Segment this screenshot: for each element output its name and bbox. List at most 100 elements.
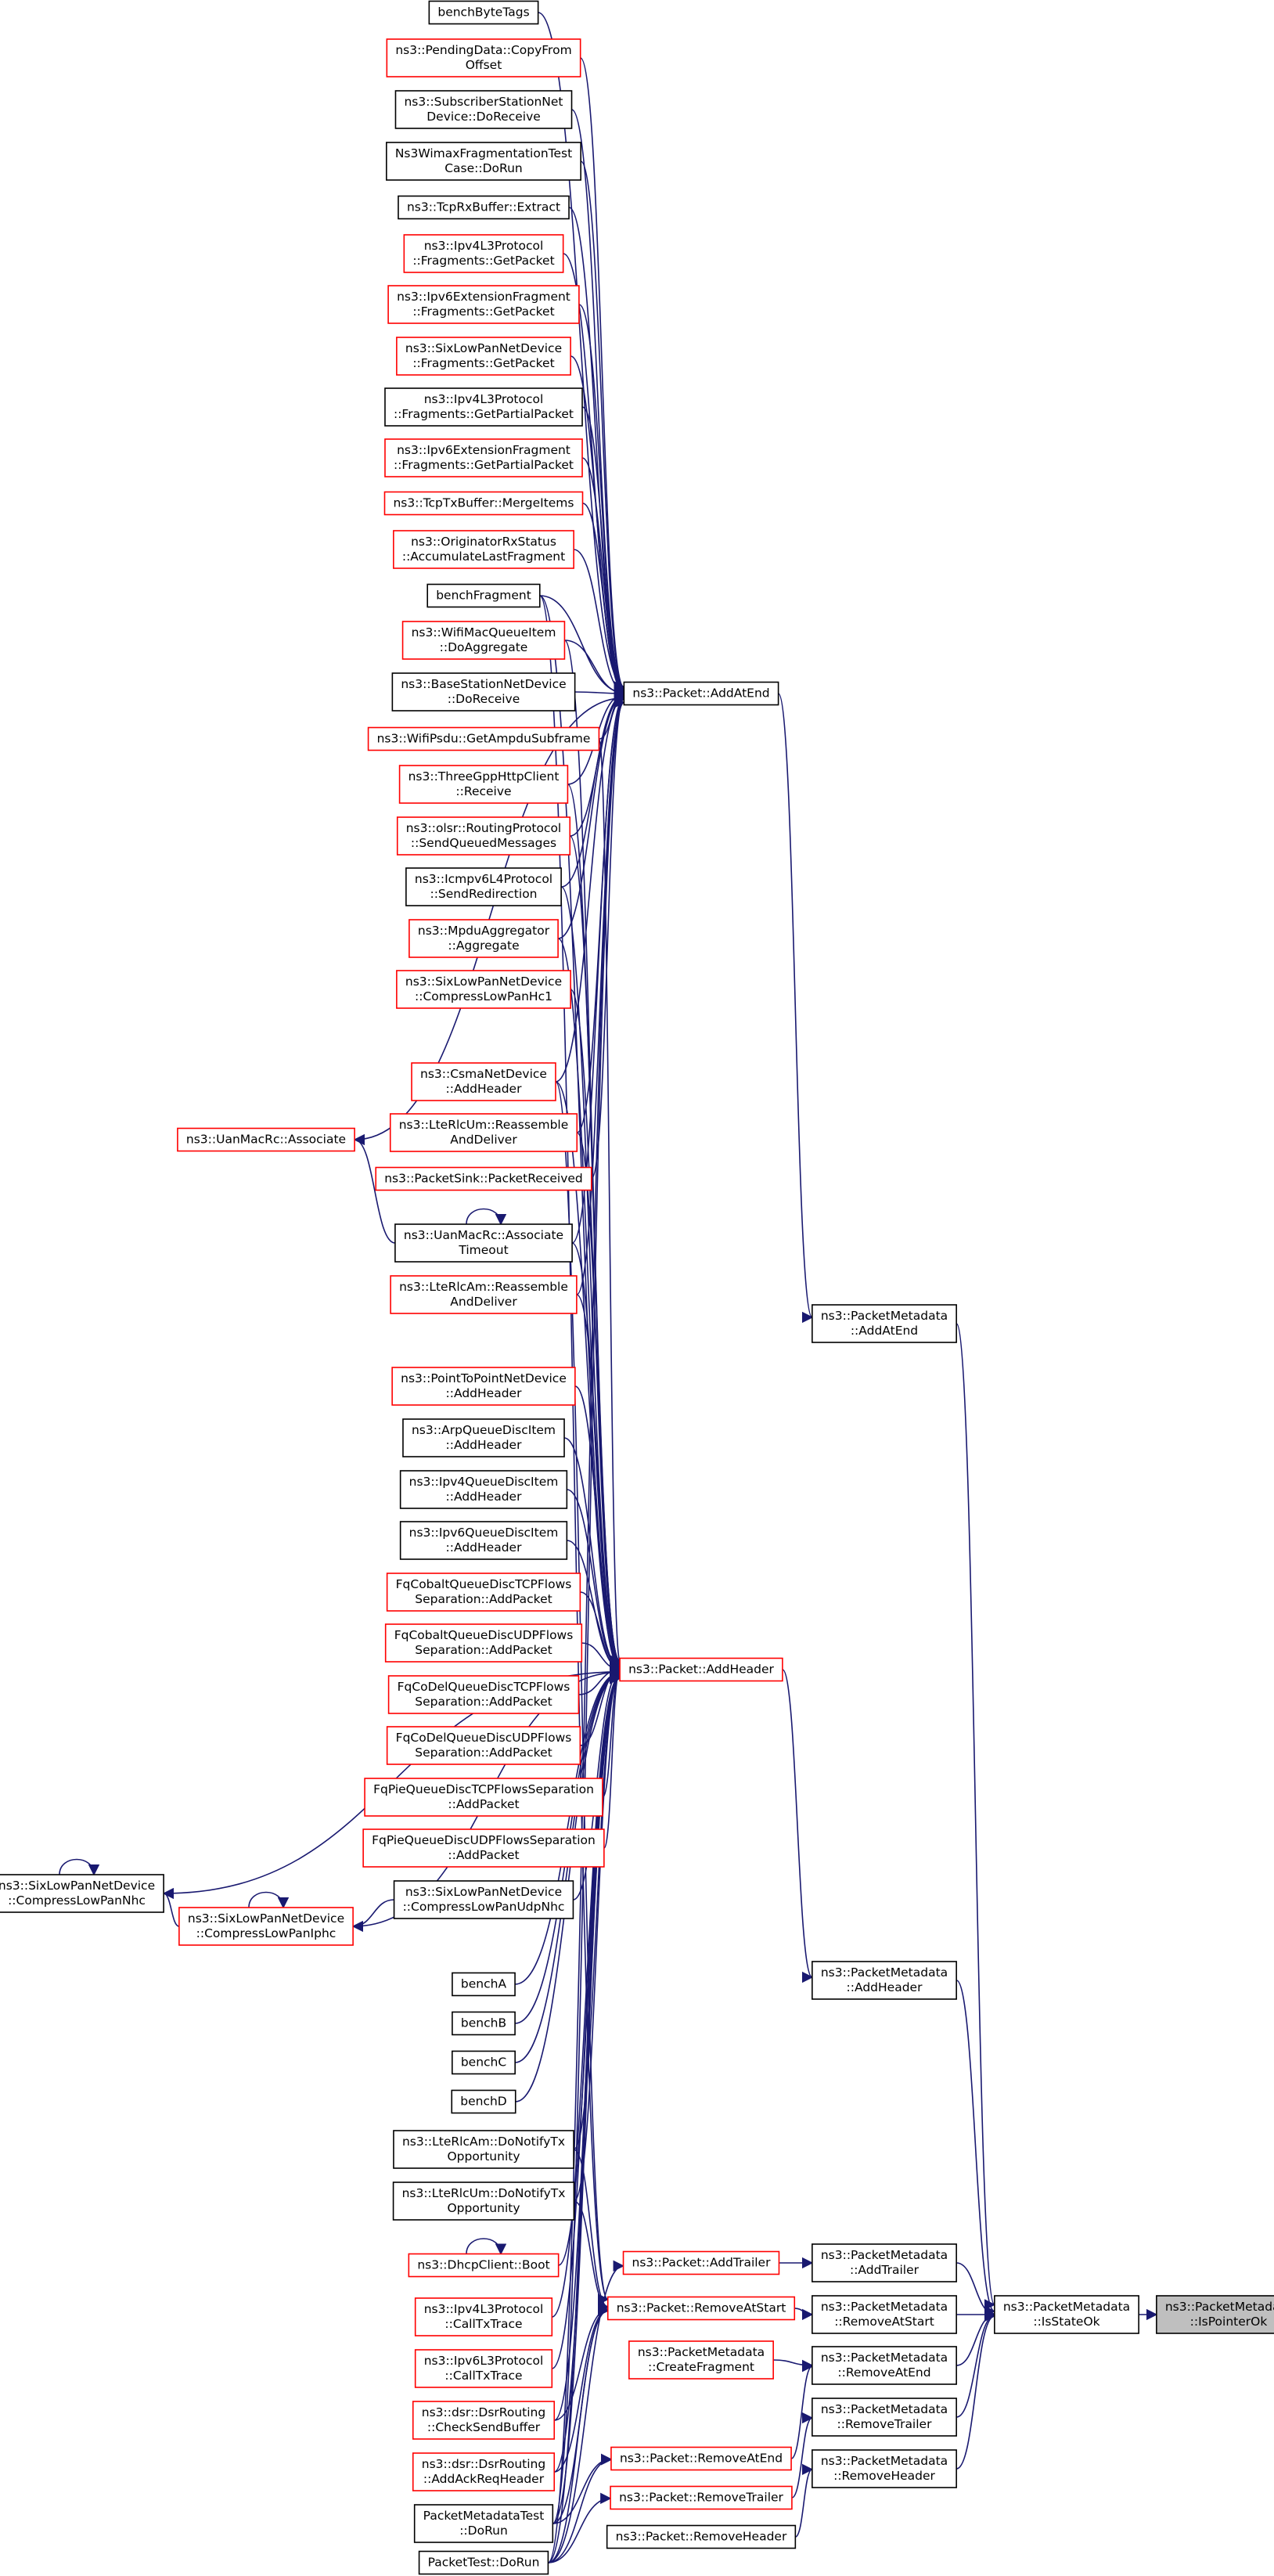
node-box [396,337,571,376]
edge-24 [571,694,625,1244]
node-sixlowpannetdevice-compresslowpannhc[interactable]: ns3::SixLowPanNetDevice::CompressLowPanN… [0,1874,164,1913]
node-box [812,2398,957,2437]
node-ipv6extensionfragment-fragments-getpartialpacket[interactable]: ns3::Ipv6ExtensionFragment::Fragments::G… [384,438,583,477]
node-fqpieudp-addpacket[interactable]: FqPieQueueDiscUDPFlowsSeparation::AddPac… [362,1828,605,1868]
edge-39 [576,1294,621,1672]
node-basestationnetdevice-doreceive[interactable]: ns3::BaseStationNetDevice::DoReceive [391,672,576,712]
node-dsr-dsrrouting-checksendbuffer[interactable]: ns3::dsr::DsrRouting::CheckSendBuffer [412,2401,556,2440]
edge-53 [351,1899,394,1933]
node-packetmetadata-isstateok[interactable]: ns3::PacketMetadata::IsStateOk [994,2295,1139,2334]
node-label-line: ns3::Packet::RemoveTrailer [619,2491,783,2505]
node-packet-addatend[interactable]: ns3::Packet::AddAtEnd [623,681,779,706]
edge-74 [548,2454,613,2563]
node-packet-removeatstart[interactable]: ns3::Packet::RemoveAtStart [606,2296,796,2321]
node-label-line: ::AddHeader [446,1438,523,1452]
node-label-line: ns3::PacketMetadata [821,1309,948,1323]
node-benchfragment[interactable]: benchFragment [426,583,541,608]
node-packetsink-packetreceived[interactable]: ns3::PacketSink::PacketReceived [375,1166,592,1191]
node-dsr-dsrrouting-addackreqheader[interactable]: ns3::dsr::DsrRouting::AddAckReqHeader [412,2452,556,2491]
node-threegpphttpclient-receive[interactable]: ns3::ThreeGppHttpClient::Receive [398,765,569,804]
edge-85 [777,693,814,1323]
node-packetmetadata-ispointerok[interactable]: ns3::PacketMetadata::IsPointerOk [1156,2295,1274,2334]
node-originatorrxstatus-accumulatelastfragment[interactable]: ns3::OriginatorRxStatus::AccumulateLastF… [393,530,574,569]
node-benchd[interactable]: benchD [451,2089,516,2114]
node-fqcodeltcp-addpacket[interactable]: FqCoDelQueueDiscTCPFlowsSeparation::AddP… [387,1675,580,1714]
node-pointtopointnetdevice-addheader[interactable]: ns3::PointToPointNetDevice::AddHeader [391,1367,576,1406]
edge-25 [576,694,625,1295]
node-label-line: FqCoDelQueueDiscUDPFlows [396,1731,572,1745]
node-ipv6l3protocol-calltxtrace[interactable]: ns3::Ipv6L3Protocol::CallTxTrace [414,2349,553,2388]
node-label-line: benchB [461,2016,506,2030]
node-ipv4l3protocol-calltxtrace[interactable]: ns3::Ipv4L3Protocol::CallTxTrace [414,2297,553,2336]
node-label-line: ns3::Packet::AddHeader [628,1663,774,1677]
node-fqcobalttcp-addpacket[interactable]: FqCobaltQueueDiscTCPFlowsSeparation::Add… [386,1573,581,1612]
node-arpqueuediscitem-addheader[interactable]: ns3::ArpQueueDiscItem::AddHeader [402,1418,565,1457]
node-tcptxbuffer-mergeitems[interactable]: ns3::TcpTxBuffer::MergeItems [383,491,584,516]
node-fqcodeludp-addpacket[interactable]: FqCoDelQueueDiscUDPFlowsSeparation::AddP… [386,1726,581,1765]
node-packet-removeheader[interactable]: ns3::Packet::RemoveHeader [606,2524,797,2549]
node-packetmetadata-removetrailer[interactable]: ns3::PacketMetadata::RemoveTrailer [812,2398,957,2437]
node-benchb[interactable]: benchB [452,2011,516,2036]
node-benchbytetags[interactable]: benchByteTags [428,0,539,25]
node-packetmetadata-addheader[interactable]: ns3::PacketMetadata::AddHeader [812,1961,957,2000]
node-packetmetadata-addtrailer[interactable]: ns3::PacketMetadata::AddTrailer [812,2243,957,2282]
edge-84 [554,2304,610,2473]
node-packet-removetrailer[interactable]: ns3::Packet::RemoveTrailer [610,2485,793,2510]
node-box [401,621,566,660]
node-ipv4l3protocol-fragments-getpacket[interactable]: ns3::Ipv4L3Protocol::Fragments::GetPacke… [403,234,564,273]
node-packetmetadata-createfragment[interactable]: ns3::PacketMetadata::CreateFragment [628,2340,774,2380]
node-ipv6queuediscitem-addheader[interactable]: ns3::Ipv6QueueDiscItem::AddHeader [399,1521,568,1560]
node-icmpv6l4protocol-sendredirection[interactable]: ns3::Icmpv6L4Protocol::SendRedirection [405,867,562,906]
node-csmanetdevice-addheader[interactable]: ns3::CsmaNetDevice::AddHeader [411,1062,556,1101]
node-packetmetadata-removeatend[interactable]: ns3::PacketMetadata::RemoveAtEnd [812,2346,957,2385]
node-box [0,1874,164,1913]
node-olsr-routingprotocol-sendqueuedmessages[interactable]: ns3::olsr::RoutingProtocol::SendQueuedMe… [396,816,571,856]
node-sixlowpannetdevice-compresslowpaniphc[interactable]: ns3::SixLowPanNetDevice::CompressLowPanI… [178,1907,354,1946]
node-label-line: ns3::TcpTxBuffer::MergeItems [393,496,574,510]
node-box [428,0,539,25]
edge-10 [582,503,625,697]
node-packettest-dorun[interactable]: PacketTest::DoRun [418,2550,549,2575]
node-ipv4queuediscitem-addheader[interactable]: ns3::Ipv4QueueDiscItem::AddHeader [399,1470,568,1509]
node-sixlowpannetdevice-compresslowpanhc1[interactable]: ns3::SixLowPanNetDevice::CompressLowPanH… [396,970,571,1009]
node-uanmacrc-associate[interactable]: ns3::UanMacRc::Associate [177,1127,355,1152]
node-fqcobaltudp-addpacket[interactable]: FqCobaltQueueDiscUDPFlowsSeparation::Add… [384,1623,583,1663]
node-ipv6extensionfragment-fragments-getpacket[interactable]: ns3::Ipv6ExtensionFragment::Fragments::G… [387,285,580,324]
node-label-line: ::Fragments::GetPacket [412,304,554,319]
node-benchc[interactable]: benchC [452,2050,516,2075]
node-packet-addheader[interactable]: ns3::Packet::AddHeader [619,1657,783,1682]
node-packet-addtrailer[interactable]: ns3::Packet::AddTrailer [622,2250,780,2275]
node-fqpietcp-addpacket[interactable]: FqPieQueueDiscTCPFlowsSeparation::AddPac… [364,1778,603,1817]
node-bencha[interactable]: benchA [452,1972,516,1997]
node-packetmetadatatest-dorun[interactable]: PacketMetadataTest::DoRun [413,2504,554,2543]
edge-88 [794,2308,814,2321]
node-dhcpclient-boot[interactable]: ns3::DhcpClient::Boot [408,2253,560,2278]
node-box [398,195,570,220]
node-label-line: ns3::PacketMetadata [821,2402,948,2416]
node-label-line: ns3::PacketMetadata [821,1965,948,1980]
node-packetmetadata-removeheader[interactable]: ns3::PacketMetadata::RemoveHeader [812,2449,957,2488]
node-packetmetadata-addatend[interactable]: ns3::PacketMetadata::AddAtEnd [812,1304,957,1343]
node-wifimacqueueitem-doaggregate[interactable]: ns3::WifiMacQueueItem::DoAggregate [401,621,566,660]
node-sixlowpannetdevice-compresslowpanudpnhc[interactable]: ns3::SixLowPanNetDevice::CompressLowPanU… [393,1880,574,1919]
node-mpduaggregator-aggregate[interactable]: ns3::MpduAggregator::Aggregate [408,919,559,958]
node-tcprxbuffer-extract[interactable]: ns3::TcpRxBuffer::Extract [398,195,570,220]
node-box [393,2130,574,2169]
node-subscriberstationnetdevice-doreceive[interactable]: ns3::SubscriberStationNetDevice::DoRecei… [394,90,573,129]
node-label-line: ::AddTrailer [850,2263,920,2277]
node-sixlowpannetdevice-fragments-getpacket[interactable]: ns3::SixLowPanNetDevice::Fragments::GetP… [396,337,571,376]
node-packetmetadata-removeatstart[interactable]: ns3::PacketMetadata::RemoveAtStart [812,2295,957,2334]
node-packet-removeatend[interactable]: ns3::Packet::RemoveAtEnd [610,2446,792,2471]
edge-76 [552,697,625,2524]
node-wifipsdu-getampdusubframe[interactable]: ns3::WifiPsdu::GetAmpduSubframe [367,726,600,751]
node-label-line: ns3::olsr::RoutingProtocol [406,821,562,835]
node-ipv4l3protocol-fragments-getpartialpacket[interactable]: ns3::Ipv4L3Protocol::Fragments::GetParti… [384,387,583,427]
